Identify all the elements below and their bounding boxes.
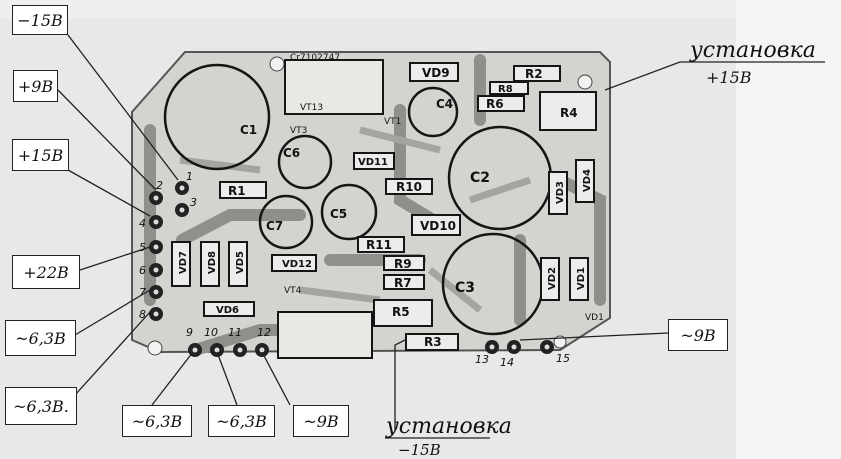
label-box-ac63-c: ~6,3В <box>122 405 192 437</box>
label-box-ac63-a: ~6,3В <box>5 320 76 356</box>
label-c2: C2 <box>470 170 490 186</box>
label-box-plus15: +15В <box>12 139 69 171</box>
label-vt1: VT1 <box>384 117 401 127</box>
label-r9: R9 <box>394 257 412 271</box>
label-r4: R4 <box>560 106 578 120</box>
label-vd9: VD9 <box>422 66 450 80</box>
label-vd8: VD8 <box>207 251 218 274</box>
label-box-plus22: +22В <box>12 255 80 289</box>
label-c7: C7 <box>266 219 283 233</box>
label-vd1b: VD1 <box>576 267 587 290</box>
capacitor-c4-outline <box>407 86 459 138</box>
pin-number: 5 <box>139 241 146 254</box>
label-vd4: VD4 <box>582 169 593 192</box>
label-c1: C1 <box>240 123 257 137</box>
label-box-ac63-d: ~6,3В <box>208 405 275 437</box>
pin-number: 6 <box>139 264 146 277</box>
mount-hole <box>269 56 285 72</box>
pin-number: 14 <box>500 356 514 369</box>
label-r11: R11 <box>366 238 392 252</box>
label-box-ac63-b: ~6,3В. <box>5 387 77 425</box>
label-r5: R5 <box>392 305 410 319</box>
label-vd1: VD1 <box>585 313 604 323</box>
label-c6: C6 <box>283 146 300 160</box>
label-c3: C3 <box>455 280 475 296</box>
note-setup-minus15-value: −15В <box>398 441 441 459</box>
pin-number: 3 <box>190 196 197 209</box>
paper-top-strip <box>0 0 841 18</box>
label-vd12: VD12 <box>282 259 312 270</box>
label-vd7: VD7 <box>178 251 189 274</box>
label-r7: R7 <box>394 276 412 290</box>
note-setup-plus15-title: установка <box>690 38 816 63</box>
label-vd2: VD2 <box>547 267 558 290</box>
resistor-bodies <box>219 65 597 351</box>
label-vd6: VD6 <box>216 305 239 316</box>
label-r6: R6 <box>486 97 504 111</box>
pin-number: 12 <box>257 326 271 339</box>
diode-bodies <box>171 62 595 317</box>
label-c5: C5 <box>330 207 347 221</box>
label-box-plus9: +9В <box>13 70 58 102</box>
pin-number: 4 <box>139 217 146 230</box>
pin-number: 13 <box>475 353 489 366</box>
capacitor-c5-outline <box>320 183 378 241</box>
mount-hole <box>553 335 567 349</box>
label-vd10: VD10 <box>420 219 456 233</box>
capacitor-c6-outline <box>277 134 333 190</box>
pin-number: 2 <box>156 179 163 192</box>
component-bottom-box <box>277 311 373 359</box>
pin-number: 9 <box>186 326 193 339</box>
mount-hole <box>577 74 593 90</box>
note-setup-plus15-value: +15В <box>706 68 752 87</box>
label-vt4: VT4 <box>284 286 302 296</box>
label-vd5: VD5 <box>235 251 246 274</box>
pin-number: 1 <box>186 170 193 183</box>
label-box-minus15: −15В <box>12 5 68 35</box>
paper-right-strip <box>736 0 841 459</box>
label-vd11: VD11 <box>358 157 388 168</box>
label-c4: C4 <box>436 97 453 111</box>
thin-traces <box>179 126 532 313</box>
capacitor-c1-outline <box>163 63 271 171</box>
label-r3: R3 <box>424 335 442 349</box>
label-vt13: VT13 <box>300 103 323 113</box>
note-setup-minus15-title: установка <box>386 414 512 439</box>
label-vd3: VD3 <box>555 181 566 204</box>
pin-number: 8 <box>139 308 146 321</box>
pin-number: 10 <box>204 326 218 339</box>
label-r2: R2 <box>525 67 543 81</box>
label-box-ac9-bottom: ~9В <box>293 405 349 437</box>
label-vt3: VT3 <box>290 126 307 136</box>
label-r1: R1 <box>228 184 246 198</box>
label-r10: R10 <box>396 180 422 194</box>
capacitor-c7-outline <box>258 194 314 250</box>
label-code: Cr7102747 <box>290 53 340 63</box>
pin-number: 15 <box>556 352 570 365</box>
component-vt13-outline <box>284 59 384 115</box>
label-r8: R8 <box>498 84 513 95</box>
pin-number: 7 <box>139 286 146 299</box>
label-box-ac9-right: ~9В <box>668 319 728 351</box>
pin-pads <box>149 181 554 357</box>
mount-hole <box>147 340 163 356</box>
pin-number: 11 <box>228 326 242 339</box>
leader-lines <box>57 34 825 439</box>
